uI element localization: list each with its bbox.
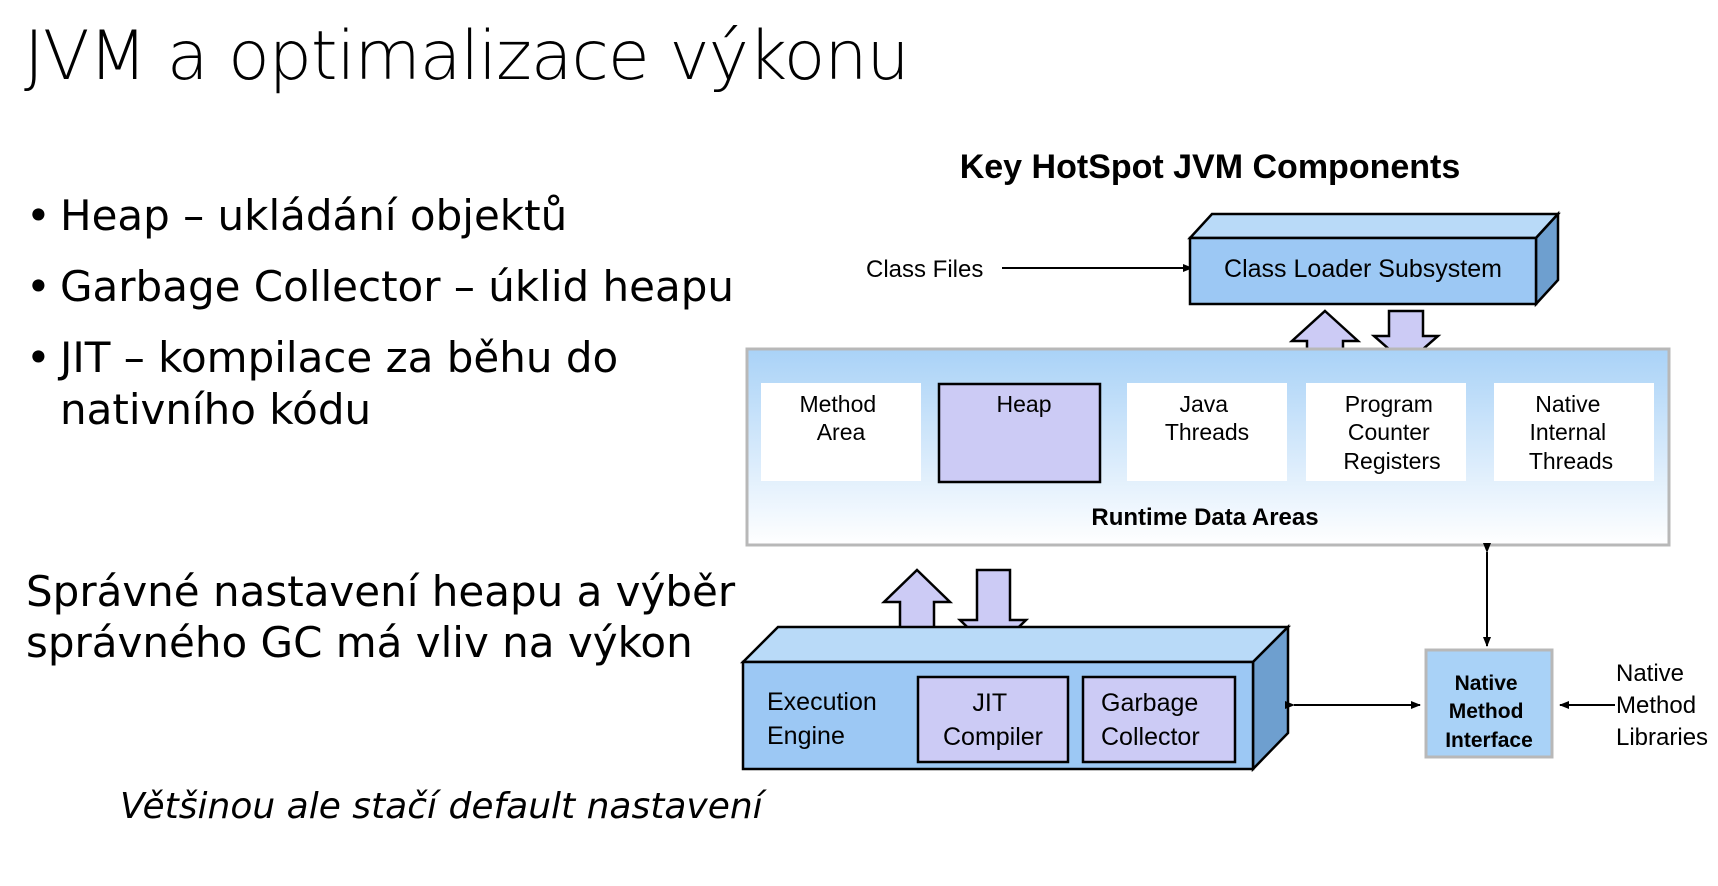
label-line: Compiler: [943, 723, 1043, 751]
bullet-list: •Heap – ukládání objektů •Garbage Collec…: [26, 190, 766, 455]
bullet-dot: •: [26, 191, 51, 240]
bullet-dot: •: [26, 333, 51, 383]
bullet-text: – ukládání objektů: [169, 191, 568, 240]
label-line: Interface: [1445, 729, 1533, 752]
bullet-term: Heap: [60, 191, 170, 240]
method-area-label: Method Area: [799, 391, 882, 445]
bullet-dot: •: [26, 262, 51, 312]
class-files-label: Class Files: [866, 256, 983, 283]
slide-title: JVM a optimalizace výkonu: [24, 17, 910, 96]
label-line: Native: [1535, 391, 1600, 417]
native-method-interface-box: [1424, 648, 1554, 759]
label-line: JIT: [972, 689, 1006, 717]
bullet-text: – úklid heapu: [440, 262, 734, 312]
label-line: Method: [799, 391, 876, 417]
native-threads-label: Native Internal Threads: [1529, 391, 1613, 474]
class-loader-label: Class Loader Subsystem: [1224, 255, 1502, 283]
label-line: Area: [817, 419, 866, 445]
label-line: Threads: [1165, 419, 1249, 445]
label-line: Internal: [1529, 419, 1606, 445]
heap-box: [937, 382, 1102, 484]
bullet-heap: •Heap – ukládání objektů: [26, 190, 766, 241]
bullet-term: JIT: [60, 333, 111, 383]
garbage-collector-label: Garbage Collector: [1101, 689, 1205, 751]
bullet-term: Garbage Collector: [60, 262, 441, 312]
bullet-garbage-collector: •Garbage Collector – úklid heapu: [26, 261, 766, 312]
label-line: Counter: [1348, 419, 1430, 445]
label-line: Threads: [1529, 448, 1613, 474]
diagram-title: Key HotSpot JVM Components: [960, 148, 1461, 186]
label-line: Method: [1616, 692, 1696, 719]
bullet-text: – kompilace za běhu do nativního kódu: [60, 333, 619, 434]
class-loader-box: [1187, 210, 1561, 308]
label-line: Execution: [767, 688, 877, 716]
label-line: Program: [1345, 391, 1433, 417]
label-line: Collector: [1101, 723, 1200, 751]
native-libraries-label: Native Method Libraries: [1616, 660, 1708, 751]
label-line: Registers: [1343, 448, 1440, 474]
java-threads-box: [1127, 383, 1287, 481]
java-threads-label: Java Threads: [1165, 391, 1249, 445]
method-area-box: [761, 383, 921, 481]
native-threads-box: [1494, 383, 1654, 481]
label-line: Libraries: [1616, 724, 1708, 751]
execution-engine-label: Execution Engine: [767, 688, 884, 750]
label-line: Native: [1616, 660, 1684, 687]
jit-compiler-label: JIT Compiler: [943, 689, 1043, 751]
footnote-text: Většinou ale stačí default nastavení: [120, 786, 763, 827]
label-line: Engine: [767, 722, 845, 750]
label-line: Native: [1455, 672, 1518, 695]
jit-compiler-box: [916, 675, 1070, 764]
native-method-interface-label: Native Method Interface: [1445, 672, 1533, 752]
label-line: Method: [1449, 700, 1524, 723]
label-line: Heap: [997, 391, 1052, 417]
program-counter-box: [1306, 383, 1466, 481]
heap-label: Heap: [997, 391, 1052, 417]
summary-text: Správné nastavení heapu a výběr správnéh…: [26, 567, 736, 668]
label-line: Garbage: [1101, 689, 1198, 717]
bullet-jit: •JIT – kompilace za běhu do nativního kó…: [26, 332, 700, 434]
garbage-collector-box: [1081, 675, 1237, 764]
runtime-data-areas-label: Runtime Data Areas: [1091, 504, 1318, 531]
label-line: Java: [1180, 391, 1229, 417]
program-counter-label: Program Counter Registers: [1343, 391, 1440, 474]
